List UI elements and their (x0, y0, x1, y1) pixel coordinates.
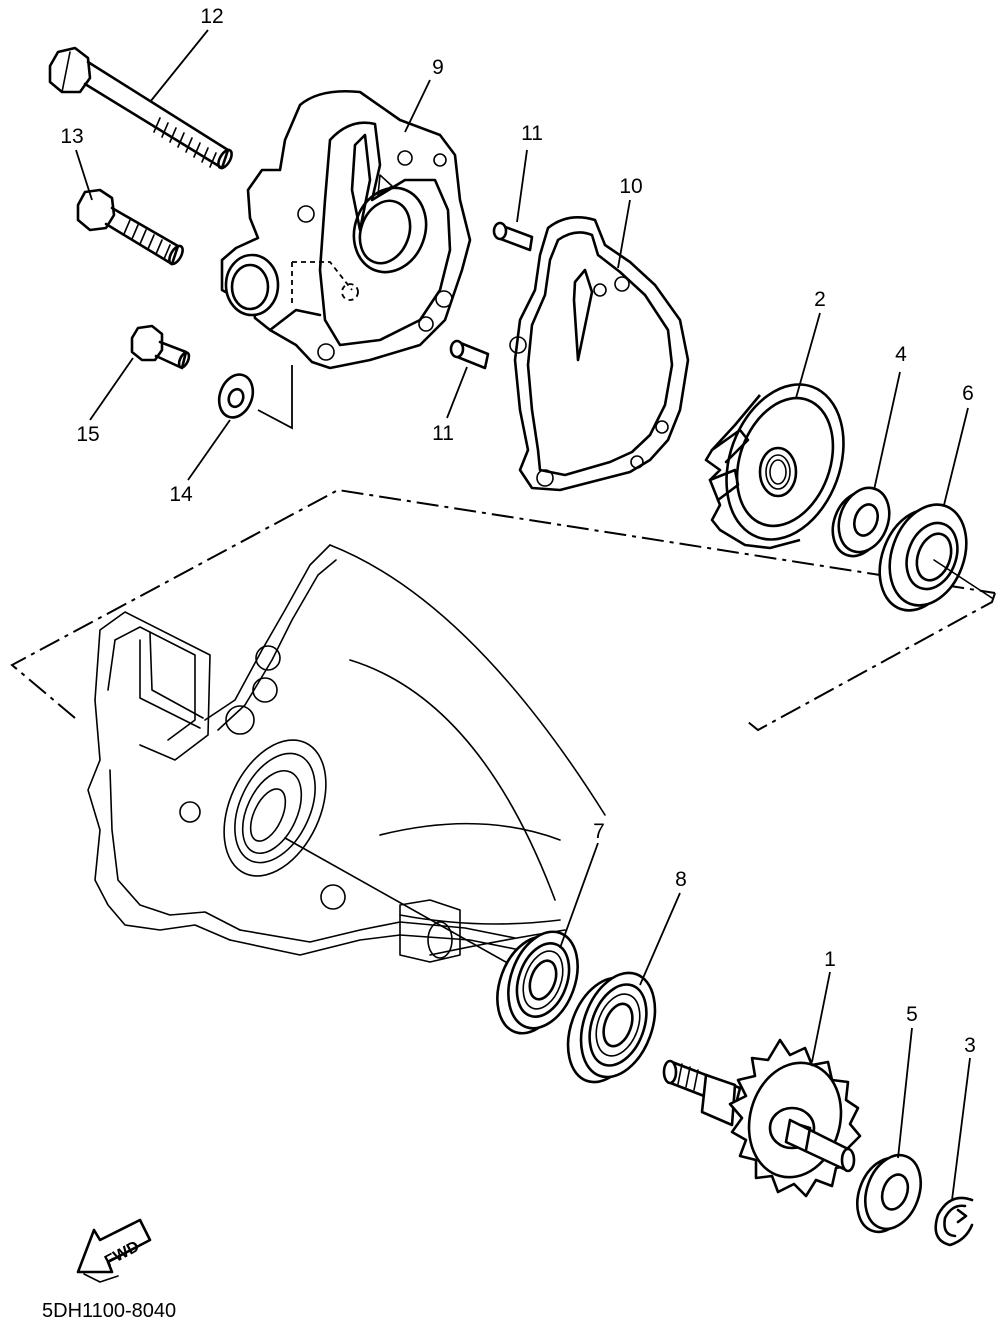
callout-2: 2 (814, 288, 826, 311)
callout-8: 8 (675, 868, 687, 891)
callout-11-lower: 11 (432, 422, 454, 445)
circlip-3 (934, 1196, 974, 1247)
callout-5: 5 (906, 1003, 918, 1026)
washer-14 (217, 373, 255, 419)
washer-5 (856, 1153, 922, 1234)
impeller-2 (704, 383, 845, 550)
callout-11-upper: 11 (521, 122, 543, 145)
drawing-code: 5DH1100-8040 (42, 1300, 176, 1322)
oil-seal-6 (878, 503, 993, 612)
water-pump-housing (220, 89, 472, 430)
fwd-arrow-icon: FWD (76, 1218, 152, 1283)
crankcase-cover (87, 544, 606, 971)
assembly-outline (10, 488, 996, 732)
callout-6: 6 (962, 382, 974, 405)
callout-4: 4 (895, 343, 907, 366)
leader-lines (75, 29, 971, 1201)
callout-14: 14 (169, 483, 193, 506)
callout-15: 15 (76, 423, 99, 446)
callout-7: 7 (593, 820, 605, 843)
callout-10: 10 (619, 175, 642, 198)
gasket-10 (509, 216, 690, 492)
callout-1: 1 (824, 948, 836, 971)
callout-12: 12 (200, 5, 223, 28)
bolt-13 (76, 188, 184, 266)
callout-labels: 12 9 13 11 10 2 4 6 15 11 14 7 8 1 5 3 (60, 5, 976, 1057)
callout-9: 9 (432, 56, 444, 79)
dowel-pin-upper (492, 221, 534, 252)
bearing-7 (496, 930, 579, 1035)
bolt-15 (130, 324, 191, 370)
dowel-pin-lower (449, 339, 490, 370)
callout-3: 3 (964, 1034, 976, 1057)
bolt-long-12 (48, 46, 233, 170)
impeller-shaft-gear-1 (662, 1038, 862, 1198)
callout-13: 13 (60, 125, 83, 148)
washer-4 (831, 486, 891, 558)
bearing-8 (566, 971, 657, 1084)
